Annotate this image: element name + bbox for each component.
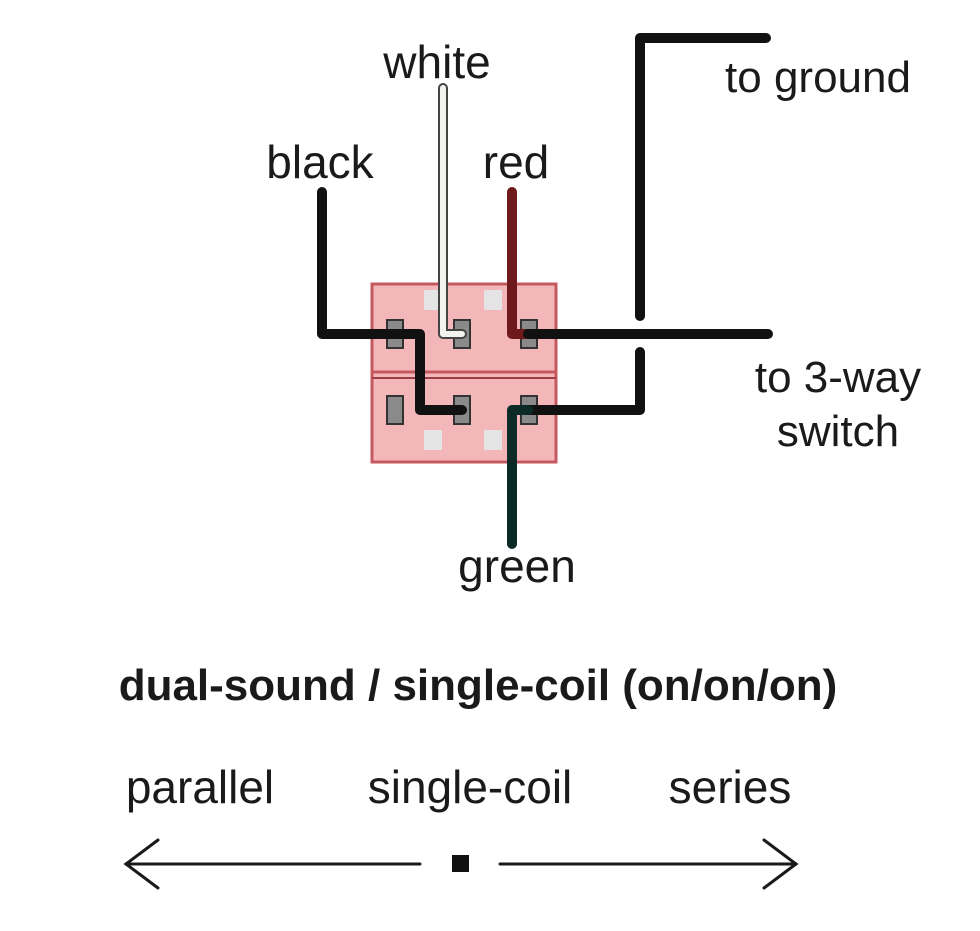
label-green: green — [458, 540, 576, 592]
position-series: series — [669, 761, 792, 813]
position-arrow — [123, 838, 799, 890]
label-red: red — [483, 136, 549, 188]
label-to-3way-line1: to 3-way — [755, 353, 921, 402]
red-wire — [507, 187, 533, 339]
white-wire — [440, 85, 465, 337]
wires — [317, 33, 773, 549]
switch-lug — [386, 395, 404, 425]
diagram-title: dual-sound / single-coil (on/on/on) — [119, 661, 838, 710]
arrow-right-head — [762, 838, 799, 890]
ground-wire-bottom — [523, 347, 645, 415]
green-wire — [507, 405, 533, 549]
label-white: white — [382, 36, 490, 88]
jumper-wire — [391, 329, 467, 415]
position-single-coil: single-coil — [368, 761, 573, 813]
ground-wire-top — [635, 33, 771, 321]
arrow-left-head — [123, 838, 160, 890]
label-black: black — [266, 136, 374, 188]
switch-tab — [424, 430, 442, 450]
label-to-3way-line2: switch — [777, 407, 899, 456]
switch-tab — [484, 430, 502, 450]
switch-body — [370, 282, 558, 464]
position-parallel: parallel — [126, 761, 274, 813]
label-to-ground: to ground — [725, 53, 911, 102]
center-position-marker — [452, 855, 469, 872]
switch-tab — [484, 290, 502, 310]
black-wire — [317, 187, 401, 339]
switch-tab — [424, 290, 442, 310]
